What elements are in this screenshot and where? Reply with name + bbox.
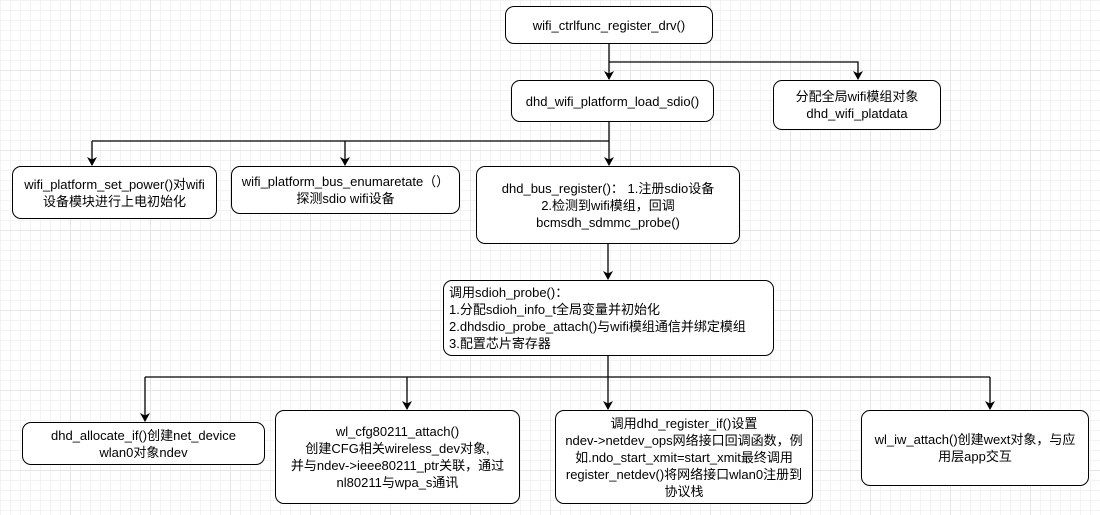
- node-alloc-platdata: 分配全局wifi模组对象 dhd_wifi_platdata: [773, 80, 941, 130]
- node-text-line: wl_iw_attach()创建wext对象，与应: [874, 432, 1076, 447]
- node-text-line: wifi_ctrlfunc_register_drv(): [532, 17, 686, 33]
- node-text-line: 1.分配sdioh_info_t全局变量并初始化: [449, 302, 660, 317]
- node-iw-attach: wl_iw_attach()创建wext对象，与应用层app交互: [861, 410, 1089, 486]
- node-sdioh-probe: 调用sdioh_probe()： 1.分配sdioh_info_t全局变量并初始化…: [443, 280, 774, 356]
- node-text-line: 用层app交互: [938, 449, 1012, 464]
- node-text-line: wifi_platform_bus_enumaretate（）: [241, 174, 450, 189]
- node-text-line: 如.ndo_start_xmit=start_xmit最终调用: [575, 449, 793, 465]
- node-text-line: wl_cfg80211_attach(): [335, 424, 460, 439]
- node-text-line: 3.配置芯片寄存器: [449, 336, 551, 351]
- node-text-line: 探测sdio wifi设备: [296, 191, 395, 206]
- node-text-line: wifi_platform_set_power()对wifi: [24, 176, 205, 192]
- node-text-line: 分配全局wifi模组对象: [795, 89, 919, 104]
- node-text-line: register_netdev()将网络接口wlan0注册到: [565, 466, 803, 482]
- node-load-sdio: dhd_wifi_platform_load_sdio(): [511, 80, 714, 122]
- node-register-drv: wifi_ctrlfunc_register_drv(): [505, 6, 713, 44]
- node-text-line: dhd_bus_register()： 1.注册sdio设备: [501, 180, 715, 196]
- node-text-line: 创建CFG相关wireless_dev对象,: [305, 441, 490, 456]
- node-text-line: 2.dhdsdio_probe_attach()与wifi模组通信并绑定模组: [449, 319, 746, 334]
- node-text-line: bcmsdh_sdmmc_probe(): [536, 214, 680, 230]
- node-bus-enumerate: wifi_platform_bus_enumaretate（） 探测sdio wi…: [231, 166, 460, 214]
- node-text-line: nl80211与wpa_s通讯: [336, 475, 459, 490]
- node-text-line: 2.检测到wifi模组，回调: [541, 197, 675, 213]
- node-text-line: dhd_allocate_if()创建net_device: [51, 427, 236, 443]
- node-text-line: 设备模块进行上电初始化: [42, 193, 186, 209]
- node-text-line: dhd_wifi_platform_load_sdio(): [525, 93, 700, 109]
- node-text-line: ndev->netdev_ops网络接口回调函数，例: [565, 432, 803, 448]
- node-text-line: dhd_wifi_platdata: [806, 106, 908, 121]
- node-text-line: wlan0对象ndev: [99, 444, 188, 460]
- node-text-line: 调用sdioh_probe()：: [449, 285, 569, 300]
- node-text-line: 调用dhd_register_if()设置: [610, 415, 758, 431]
- node-cfg80211-attach: wl_cfg80211_attach() 创建CFG相关wireless_dev对…: [275, 410, 520, 504]
- node-text-line: 协议栈: [664, 483, 704, 499]
- node-text-line: 并与ndev->ieee80211_ptr关联，通过: [290, 458, 505, 473]
- edge-drv-to-platdata: [609, 61, 863, 80]
